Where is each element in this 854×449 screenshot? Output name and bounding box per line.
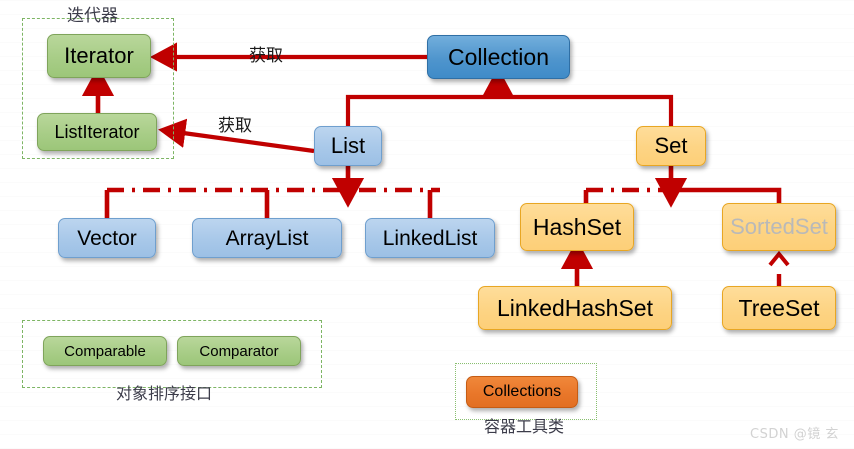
node-sortedset[interactable]: SortedSet (722, 203, 836, 251)
node-label: Collections (482, 383, 562, 400)
group-caption-utility: 容器工具类 (484, 417, 565, 436)
node-label: LinkedHashSet (497, 294, 653, 321)
edge-label-list-to-listiterator: 获取 (218, 116, 252, 136)
node-label: Collection (448, 43, 549, 70)
edge-treeset-to-sortedset (768, 250, 790, 286)
group-frame-utility (455, 363, 597, 420)
node-label: List (330, 133, 366, 158)
node-label: LinkedList (382, 226, 478, 250)
node-listiterator[interactable]: ListIterator (37, 113, 157, 151)
node-label: Vector (77, 226, 137, 250)
node-vector[interactable]: Vector (58, 218, 156, 258)
group-caption-iterator: 迭代器 (67, 6, 118, 26)
edge-hashset-to-set (583, 164, 688, 208)
watermark: CSDN @镜 玄 (750, 427, 839, 442)
node-label: Comparator (199, 342, 279, 360)
node-hashset[interactable]: HashSet (520, 203, 634, 251)
node-set[interactable]: Set (636, 126, 706, 166)
node-comparator[interactable]: Comparator (177, 336, 301, 366)
group-frame-iterator (22, 18, 174, 159)
edge-sortedset-to-set (671, 187, 782, 203)
node-iterator[interactable]: Iterator (47, 34, 151, 78)
node-label: HashSet (532, 213, 622, 240)
node-label: Set (654, 133, 688, 158)
group-frame-sorting (22, 320, 322, 388)
node-treeset[interactable]: TreeSet (722, 286, 836, 330)
node-collection[interactable]: Collection (427, 35, 570, 79)
node-label: Iterator (64, 43, 134, 68)
edge-label-collection-to-iterator: 获取 (249, 46, 283, 66)
node-label: Comparable (64, 342, 146, 360)
node-label: ArrayList (225, 226, 309, 250)
node-label: SortedSet (730, 214, 828, 239)
node-linkedlist[interactable]: LinkedList (365, 218, 495, 258)
node-arraylist[interactable]: ArrayList (192, 218, 342, 258)
node-label: ListIterator (54, 122, 140, 142)
edge-list-to-listiterator (158, 118, 315, 154)
edge-list-to-collection (345, 94, 498, 126)
node-label: TreeSet (738, 294, 820, 321)
node-comparable[interactable]: Comparable (43, 336, 167, 366)
edge-list-implementors-bus (104, 164, 440, 218)
node-linkedhashset[interactable]: LinkedHashSet (478, 286, 672, 330)
edge-set-to-collection (481, 67, 674, 126)
group-caption-sorting: 对象排序接口 (116, 384, 213, 403)
node-list[interactable]: List (314, 126, 382, 166)
node-collections[interactable]: Collections (466, 376, 578, 408)
